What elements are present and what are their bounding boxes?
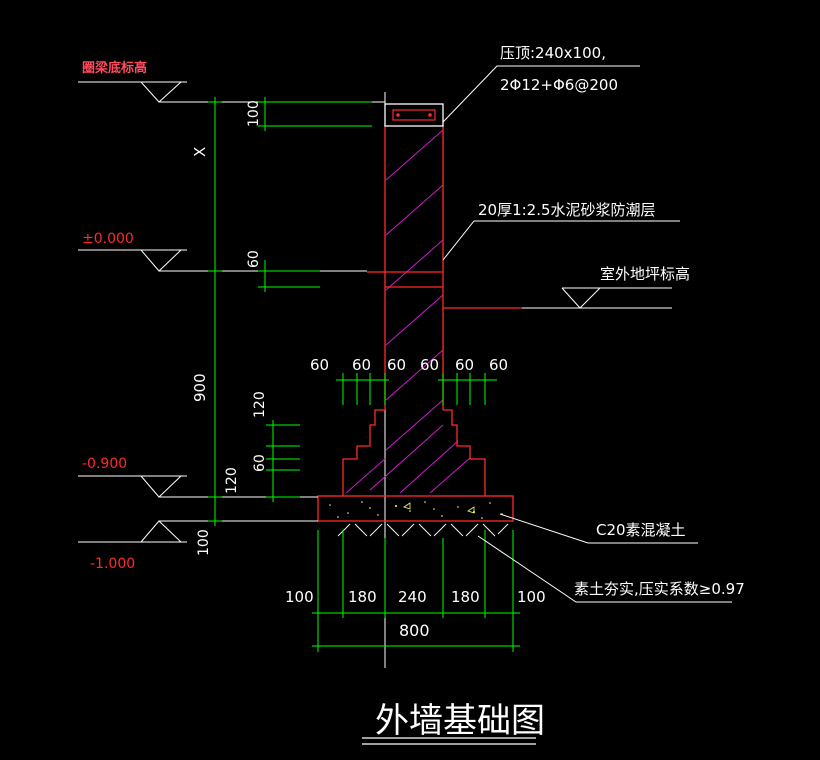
wall-outline bbox=[342, 125, 486, 496]
dim-bottom-5: 100 bbox=[517, 588, 546, 606]
hatch-pattern bbox=[345, 129, 471, 494]
dim-bottom-1: 100 bbox=[285, 588, 314, 606]
damp-proof-note: 20厚1:2.5水泥砂浆防潮层 bbox=[478, 201, 656, 219]
rebar-dot-left bbox=[396, 113, 400, 117]
cap-beam-note-line1: 压顶:240x100, bbox=[500, 44, 606, 62]
elevation-marks bbox=[78, 81, 672, 543]
dim-cap-100: 100 bbox=[246, 100, 262, 127]
concrete-base bbox=[317, 495, 514, 522]
dim-total: 800 bbox=[399, 621, 430, 640]
dim-step-top-6: 60 bbox=[489, 356, 508, 374]
dim-900: 900 bbox=[191, 373, 209, 402]
dimension-lines-bottom bbox=[312, 530, 520, 652]
dim-step-60: 60 bbox=[252, 454, 268, 472]
soil-hatch bbox=[337, 523, 509, 537]
outdoor-ground-note: 室外地坪标高 bbox=[600, 265, 690, 283]
dim-damp-60: 60 bbox=[246, 250, 262, 268]
leader-lines bbox=[442, 65, 732, 603]
dimension-lines-steps bbox=[336, 373, 497, 405]
dim-bottom-2: 180 bbox=[348, 588, 377, 606]
compacted-soil-note: 素土夯实,压实系数≥0.97 bbox=[574, 580, 745, 598]
aggregate-mark-1 bbox=[403, 502, 411, 510]
dim-bottom-3: 240 bbox=[398, 588, 427, 606]
ring-beam-elevation-label: 圈梁底标高 bbox=[82, 60, 147, 76]
dim-step-top-2: 60 bbox=[352, 356, 371, 374]
dim-bottom-4: 180 bbox=[451, 588, 480, 606]
concrete-speckle bbox=[329, 501, 503, 519]
dim-x: X bbox=[191, 147, 209, 157]
minus-900-elevation-label: -0.900 bbox=[82, 456, 127, 472]
concrete-note: C20素混凝土 bbox=[596, 521, 686, 539]
dimension-lines-left bbox=[208, 97, 372, 526]
dim-base-100: 100 bbox=[196, 529, 212, 556]
minus-1000-elevation-label: -1.000 bbox=[90, 556, 135, 572]
dim-step-top-1: 60 bbox=[310, 356, 329, 374]
dim-step-top-3: 60 bbox=[387, 356, 406, 374]
dim-step-120-top: 120 bbox=[252, 391, 268, 418]
dim-step-top-5: 60 bbox=[455, 356, 474, 374]
dim-step-top-4: 60 bbox=[420, 356, 439, 374]
dim-step-120-bottom: 120 bbox=[224, 467, 240, 494]
rebar-dot-right bbox=[428, 113, 432, 117]
cap-beam bbox=[384, 103, 444, 127]
cap-beam-note-line2: 2Φ12+Φ6@200 bbox=[500, 76, 618, 94]
zero-elevation-label: ±0.000 bbox=[82, 231, 134, 247]
aggregate-mark-2 bbox=[467, 506, 475, 514]
cap-beam-rebar bbox=[392, 109, 436, 121]
drawing-title: 外墙基础图 bbox=[375, 701, 545, 741]
